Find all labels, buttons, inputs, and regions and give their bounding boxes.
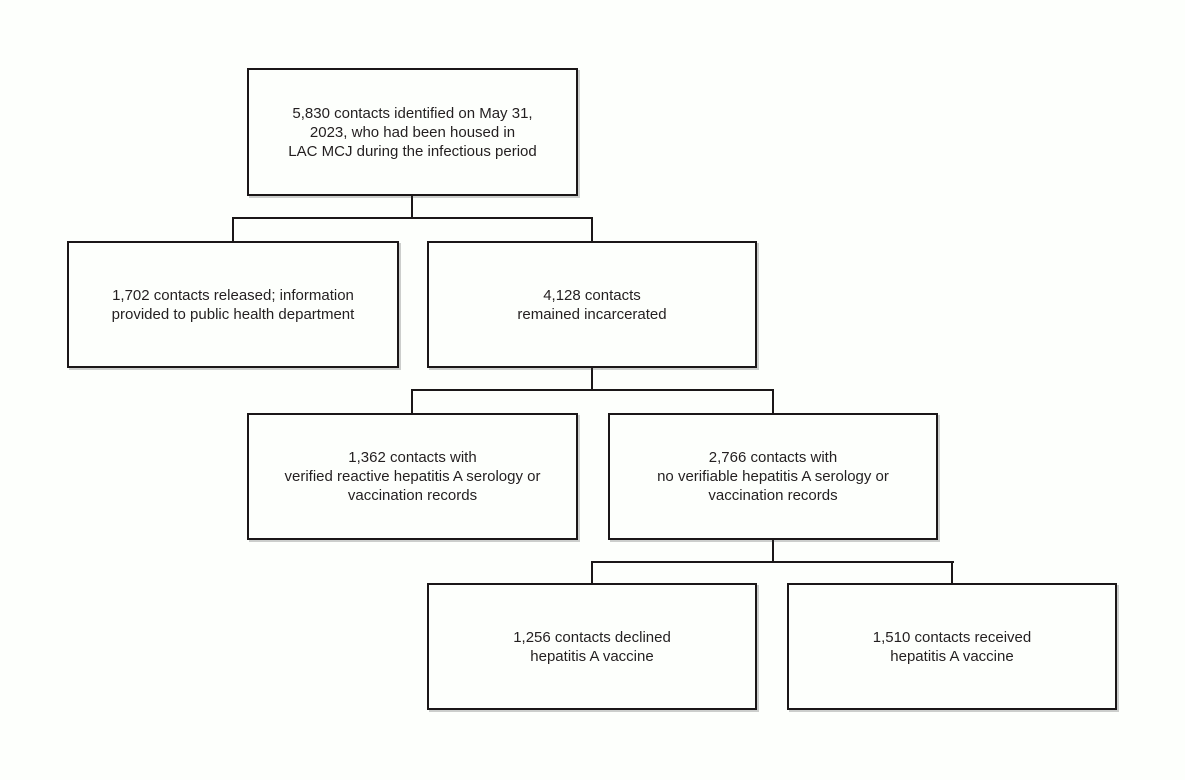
connector-rail-level3: [411, 389, 774, 391]
connector-drop-released: [232, 217, 234, 243]
node-verified-serology-records: 1,362 contacts with verified reactive he…: [247, 413, 578, 540]
node-total-contacts-identified: 5,830 contacts identified on May 31, 202…: [247, 68, 578, 196]
connector-drop-received: [951, 561, 953, 585]
connector-rail-level2: [232, 217, 593, 219]
connector-drop-declined: [591, 561, 593, 585]
node-no-verifiable-records: 2,766 contacts with no verifiable hepati…: [608, 413, 938, 540]
connector-stub-no-records: [772, 540, 774, 563]
node-declined-vaccine: 1,256 contacts declined hepatitis A vacc…: [427, 583, 757, 710]
connector-drop-no-records: [772, 389, 774, 415]
connector-stub-incarcerated: [591, 368, 593, 391]
connector-stub-total: [411, 196, 413, 219]
connector-drop-verified: [411, 389, 413, 415]
node-contacts-released: 1,702 contacts released; information pro…: [67, 241, 399, 368]
node-received-vaccine: 1,510 contacts received hepatitis A vacc…: [787, 583, 1117, 710]
connector-drop-incarcerated: [591, 217, 593, 243]
connector-rail-level4: [591, 561, 954, 563]
node-remained-incarcerated: 4,128 contacts remained incarcerated: [427, 241, 757, 368]
